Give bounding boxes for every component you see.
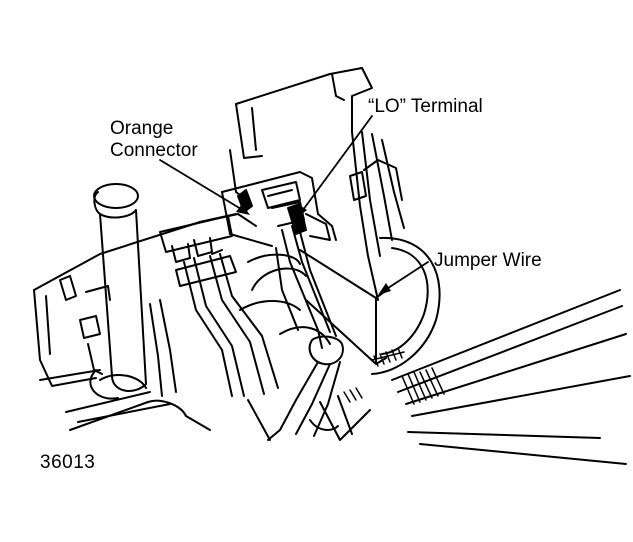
orange-connector-label-line2: Connector <box>110 140 198 161</box>
orange-connector-label: Orange Connector <box>110 118 198 162</box>
leader-lines <box>159 115 429 293</box>
arrowheads <box>236 204 391 295</box>
lower-components <box>69 373 271 441</box>
jumper-wire-label: Jumper Wire <box>434 250 542 271</box>
lo-terminal-label: “LO” Terminal <box>368 96 483 117</box>
left-wire-pairs <box>149 253 279 397</box>
upper-bracket <box>229 67 373 199</box>
steering-column <box>239 236 441 375</box>
right-side-wires <box>349 131 405 301</box>
lo-terminal-leader <box>299 115 373 215</box>
fuse-block-housing <box>33 213 257 423</box>
jumper-wire-leader <box>381 261 429 293</box>
orange-connector-leader <box>159 159 247 213</box>
left-tube <box>89 183 147 400</box>
figure-number: 36013 <box>40 452 96 473</box>
bottom-right-lines <box>319 289 631 465</box>
orange-connector-body <box>221 171 337 247</box>
orange-connector-arrowhead <box>236 204 250 215</box>
hatch-marks <box>343 347 445 405</box>
lo-terminal-arrowhead <box>296 204 307 219</box>
jumper-wire-arrowhead <box>378 283 391 295</box>
center-wire-bundle <box>267 225 344 441</box>
orange-connector-label-line1: Orange <box>110 118 174 139</box>
